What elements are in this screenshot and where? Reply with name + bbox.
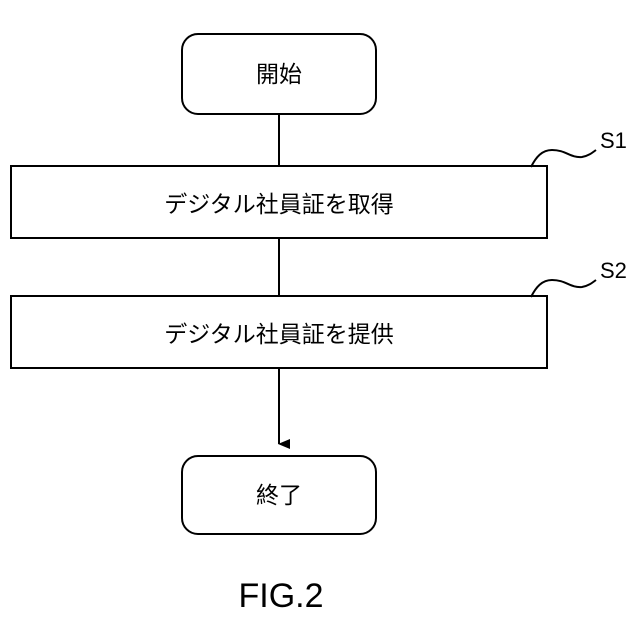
- step-s1-label: デジタル社員証を取得: [164, 192, 394, 218]
- figure-caption: FIG.2: [238, 577, 323, 615]
- s2-leader-line: [531, 280, 596, 297]
- end-node: 終了: [182, 456, 376, 534]
- step-s1-node: デジタル社員証を取得: [11, 166, 547, 238]
- step-s1-id: S1: [600, 128, 627, 153]
- step-s2-node: デジタル社員証を提供: [11, 296, 547, 368]
- start-node: 開始: [182, 34, 376, 114]
- end-label: 終了: [256, 483, 302, 509]
- s1-leader-line: [531, 150, 596, 167]
- step-s2-id: S2: [600, 258, 627, 283]
- start-label: 開始: [256, 62, 302, 88]
- step-s2-label: デジタル社員証を提供: [164, 322, 394, 348]
